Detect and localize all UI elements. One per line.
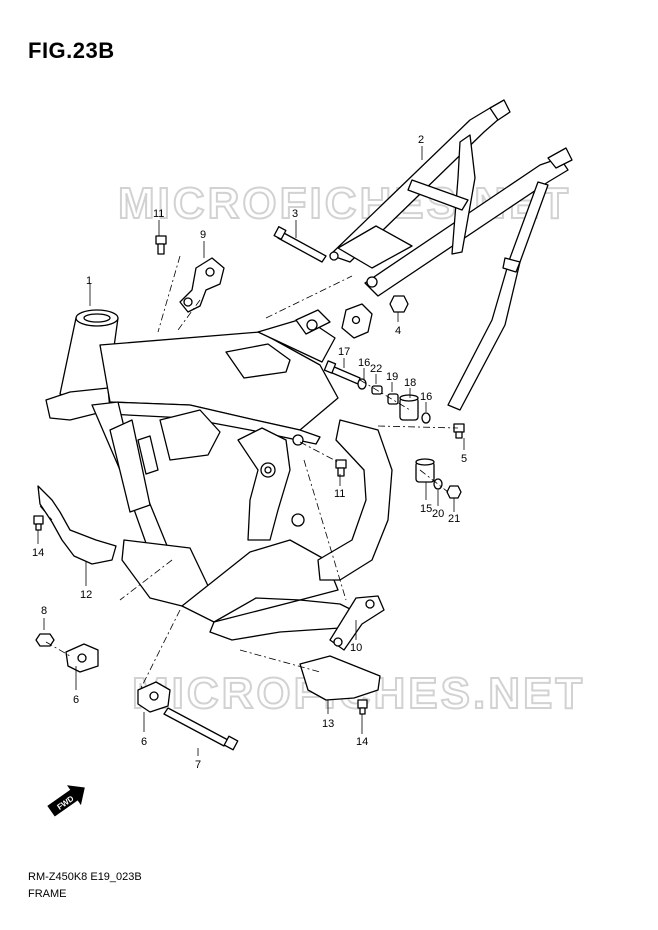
rear-mount-bracket [341, 303, 373, 339]
footer-code: RM-Z450K8 E19_023B [28, 871, 142, 883]
bolt-14-right [357, 699, 368, 715]
engine-mount-bracket-upper [179, 257, 225, 313]
assembly-line [119, 559, 173, 601]
bolt-14-left [33, 515, 44, 531]
assembly-line [419, 469, 449, 493]
callout-15: 15 [420, 503, 432, 515]
bushing-15 [415, 458, 435, 483]
skid-guard-13 [299, 655, 381, 701]
assembly-line [239, 649, 321, 673]
nut-8 [35, 633, 55, 647]
assembly-line [265, 275, 353, 319]
callout-5: 5 [461, 453, 467, 465]
callout-9: 9 [200, 229, 206, 241]
callout-20: 20 [432, 508, 444, 520]
callout-1: 1 [86, 275, 92, 287]
washer-20 [433, 478, 443, 490]
rear-subframe [329, 99, 573, 411]
washer-16-right [421, 412, 431, 424]
callout-14-right: 14 [356, 736, 368, 748]
callout-18: 18 [404, 377, 416, 389]
callout-4: 4 [395, 325, 401, 337]
figure-title: FIG.23B [28, 38, 115, 63]
fwd-arrow-icon: FWD [47, 785, 85, 817]
assembly-line [359, 379, 411, 411]
collar-19 [387, 393, 399, 405]
bolt-5 [453, 423, 465, 439]
bolt-11-lower [335, 459, 347, 477]
callout-7: 7 [195, 759, 201, 771]
assembly-line [177, 299, 201, 331]
callout-17: 17 [338, 346, 350, 358]
callout-19: 19 [386, 371, 398, 383]
assembly-line [377, 425, 459, 429]
callout-16-left: 16 [358, 357, 370, 369]
callout-3: 3 [292, 208, 298, 220]
callout-22: 22 [370, 363, 382, 375]
callout-16-right: 16 [420, 391, 432, 403]
callout-6-left: 6 [73, 694, 79, 706]
footer-name: FRAME [28, 888, 67, 900]
bracket-6-lower [137, 681, 171, 713]
assembly-line [39, 505, 53, 521]
bolt-3 [273, 226, 327, 263]
bolt-17 [323, 360, 361, 385]
chain-guard-12 [37, 485, 117, 565]
nut-21 [446, 485, 462, 499]
nut-4 [389, 295, 409, 313]
bolt-11-upper [155, 235, 167, 255]
callout-11-upper: 11 [153, 208, 164, 220]
callout-12: 12 [80, 589, 92, 601]
assembly-line [45, 641, 71, 657]
bushing-18 [399, 394, 419, 421]
assembly-line [303, 459, 347, 601]
callout-11-lower: 11 [334, 488, 345, 500]
assembly-line [157, 255, 181, 333]
callout-2: 2 [418, 134, 424, 146]
callout-10: 10 [350, 642, 362, 654]
bolt-7 [163, 707, 239, 751]
callout-6-lower: 6 [141, 736, 147, 748]
callout-14-left: 14 [32, 547, 44, 559]
washer-16-left [357, 378, 367, 390]
assembly-line [299, 441, 339, 463]
bracket-10 [329, 595, 385, 651]
callout-8: 8 [41, 605, 47, 617]
callout-21: 21 [448, 513, 460, 525]
bracket-6-left [65, 643, 99, 673]
main-frame [45, 309, 393, 641]
callout-13: 13 [322, 718, 334, 730]
